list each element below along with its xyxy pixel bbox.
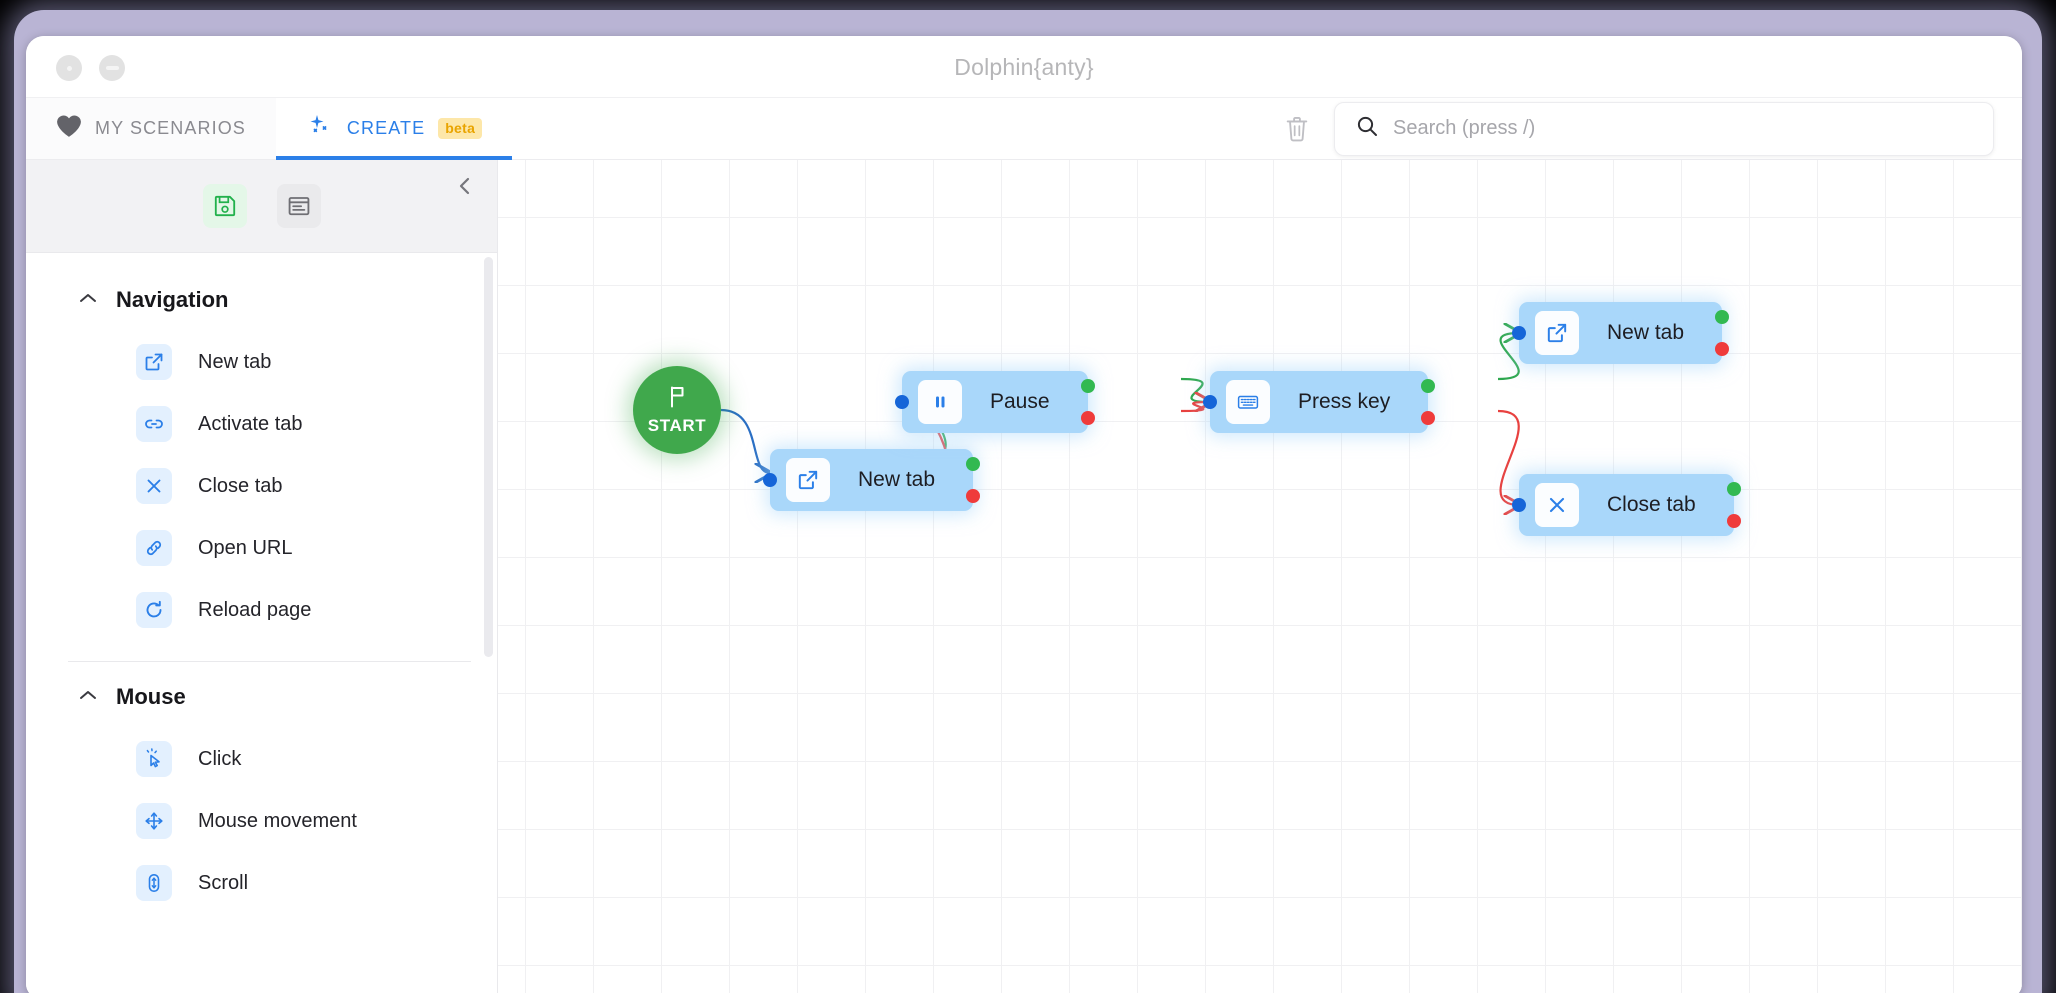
group-title: Mouse bbox=[116, 684, 186, 709]
tab-create[interactable]: CREATE beta bbox=[275, 98, 513, 160]
node-error-port[interactable] bbox=[1715, 342, 1730, 356]
scroll-icon bbox=[136, 865, 172, 901]
main-body: Navigation New tab bbox=[26, 160, 2022, 993]
action-group-navigation: Navigation New tab bbox=[26, 265, 497, 647]
move-arrows-icon bbox=[136, 803, 172, 839]
chevron-up-icon bbox=[78, 291, 98, 310]
window-close-button[interactable] bbox=[56, 55, 82, 81]
flow-node-new-tab-1[interactable]: New tab bbox=[763, 449, 981, 511]
beta-badge: beta bbox=[438, 118, 483, 139]
group-header-navigation[interactable]: Navigation bbox=[26, 265, 497, 331]
external-link-icon bbox=[786, 458, 830, 502]
note-document-icon[interactable] bbox=[276, 184, 321, 228]
link-icon bbox=[136, 530, 172, 566]
node-success-port[interactable] bbox=[1080, 379, 1095, 393]
flow-node-pause[interactable]: Pause bbox=[895, 371, 1095, 433]
sidebar-item-label: Mouse movement bbox=[198, 809, 357, 832]
window-title: Dolphin{anty} bbox=[954, 54, 1094, 80]
node-success-port[interactable] bbox=[966, 457, 981, 471]
tab-bar: MY SCENARIOS CREATE beta bbox=[26, 98, 2022, 160]
sidebar-item-reload-page[interactable]: Reload page bbox=[26, 579, 497, 641]
sidebar-item-label: New tab bbox=[198, 350, 272, 373]
group-title: Navigation bbox=[116, 287, 229, 312]
group-divider bbox=[68, 661, 471, 662]
flow-node-close-tab[interactable]: Close tab bbox=[1512, 474, 1741, 536]
floppy-save-icon[interactable] bbox=[202, 184, 247, 228]
external-link-icon bbox=[1535, 311, 1579, 355]
dot-icon bbox=[66, 65, 72, 71]
tab-create-label: CREATE bbox=[346, 118, 426, 138]
sidebar-item-label: Open URL bbox=[198, 536, 293, 559]
close-x-icon bbox=[136, 468, 172, 504]
magic-sparkle-icon bbox=[306, 112, 334, 145]
flow-node-label: Pause bbox=[990, 390, 1050, 413]
flow-node-press-key[interactable]: Press key bbox=[1203, 371, 1436, 433]
sidebar-scrollbar-thumb[interactable] bbox=[484, 257, 493, 657]
close-x-icon bbox=[1535, 483, 1579, 527]
tab-bar-actions bbox=[1280, 98, 2022, 159]
trash-icon[interactable] bbox=[1280, 112, 1314, 146]
node-error-port[interactable] bbox=[1421, 411, 1436, 425]
node-input-port[interactable] bbox=[1512, 498, 1526, 512]
keyboard-icon bbox=[1226, 380, 1270, 424]
action-group-mouse: Mouse Click bbox=[26, 662, 497, 920]
sidebar: Navigation New tab bbox=[26, 160, 498, 993]
search-input[interactable] bbox=[1393, 117, 1973, 140]
search-box[interactable] bbox=[1334, 101, 1994, 156]
sidebar-item-activate-tab[interactable]: Activate tab bbox=[26, 393, 497, 455]
sidebar-item-mouse-movement[interactable]: Mouse movement bbox=[26, 790, 497, 852]
flow-node-label: Press key bbox=[1298, 390, 1391, 413]
sidebar-item-close-tab[interactable]: Close tab bbox=[26, 455, 497, 517]
app-window: Dolphin{anty} MY SCENARIOS bbox=[26, 36, 2022, 993]
sidebar-item-click[interactable]: Click bbox=[26, 728, 497, 790]
node-input-port[interactable] bbox=[895, 395, 909, 409]
flow-node-label: New tab bbox=[858, 468, 936, 491]
sidebar-item-scroll[interactable]: Scroll bbox=[26, 852, 497, 914]
sidebar-item-label: Close tab bbox=[198, 474, 283, 497]
flow-node-label: New tab bbox=[1607, 321, 1685, 344]
sidebar-item-label: Scroll bbox=[198, 871, 249, 894]
group-header-mouse[interactable]: Mouse bbox=[26, 662, 497, 728]
sidebar-item-label: Click bbox=[198, 747, 242, 770]
sidebar-item-open-url[interactable]: Open URL bbox=[26, 517, 497, 579]
tab-my-scenarios-label: MY SCENARIOS bbox=[95, 118, 246, 138]
minus-icon bbox=[105, 66, 119, 70]
sidebar-action-list: Navigation New tab bbox=[26, 253, 497, 993]
node-success-port[interactable] bbox=[1715, 310, 1730, 324]
node-error-port[interactable] bbox=[1080, 411, 1095, 425]
node-success-port[interactable] bbox=[1726, 482, 1741, 496]
flow-canvas[interactable]: START New tab bbox=[498, 160, 2022, 993]
flow-node-start-label: START bbox=[647, 415, 707, 435]
chevron-left-icon[interactable] bbox=[451, 172, 479, 200]
heart-icon bbox=[56, 114, 82, 143]
link-chain-icon bbox=[136, 406, 172, 442]
window-minimize-button[interactable] bbox=[99, 55, 125, 81]
node-success-port[interactable] bbox=[1421, 379, 1436, 393]
sidebar-toolbar bbox=[26, 160, 497, 253]
tab-my-scenarios[interactable]: MY SCENARIOS bbox=[26, 98, 276, 159]
flow-edges bbox=[720, 160, 2022, 993]
search-icon bbox=[1355, 114, 1379, 143]
flow-node-label: Close tab bbox=[1607, 493, 1696, 516]
chevron-up-icon bbox=[78, 688, 98, 707]
external-link-icon bbox=[136, 344, 172, 380]
node-input-port[interactable] bbox=[763, 473, 777, 487]
flag-icon bbox=[666, 385, 688, 414]
node-input-port[interactable] bbox=[1512, 326, 1526, 340]
pause-icon bbox=[918, 380, 962, 424]
flow-node-new-tab-2[interactable]: New tab bbox=[1512, 302, 1730, 364]
reload-icon bbox=[136, 592, 172, 628]
node-input-port[interactable] bbox=[1203, 395, 1217, 409]
flow-node-start[interactable]: START bbox=[633, 366, 721, 454]
node-error-port[interactable] bbox=[966, 489, 981, 503]
sidebar-item-label: Reload page bbox=[198, 598, 312, 621]
title-bar: Dolphin{anty} bbox=[26, 36, 2022, 98]
sidebar-item-label: Activate tab bbox=[198, 412, 303, 435]
node-error-port[interactable] bbox=[1726, 514, 1741, 528]
cursor-click-icon bbox=[136, 741, 172, 777]
sidebar-item-new-tab[interactable]: New tab bbox=[26, 331, 497, 393]
